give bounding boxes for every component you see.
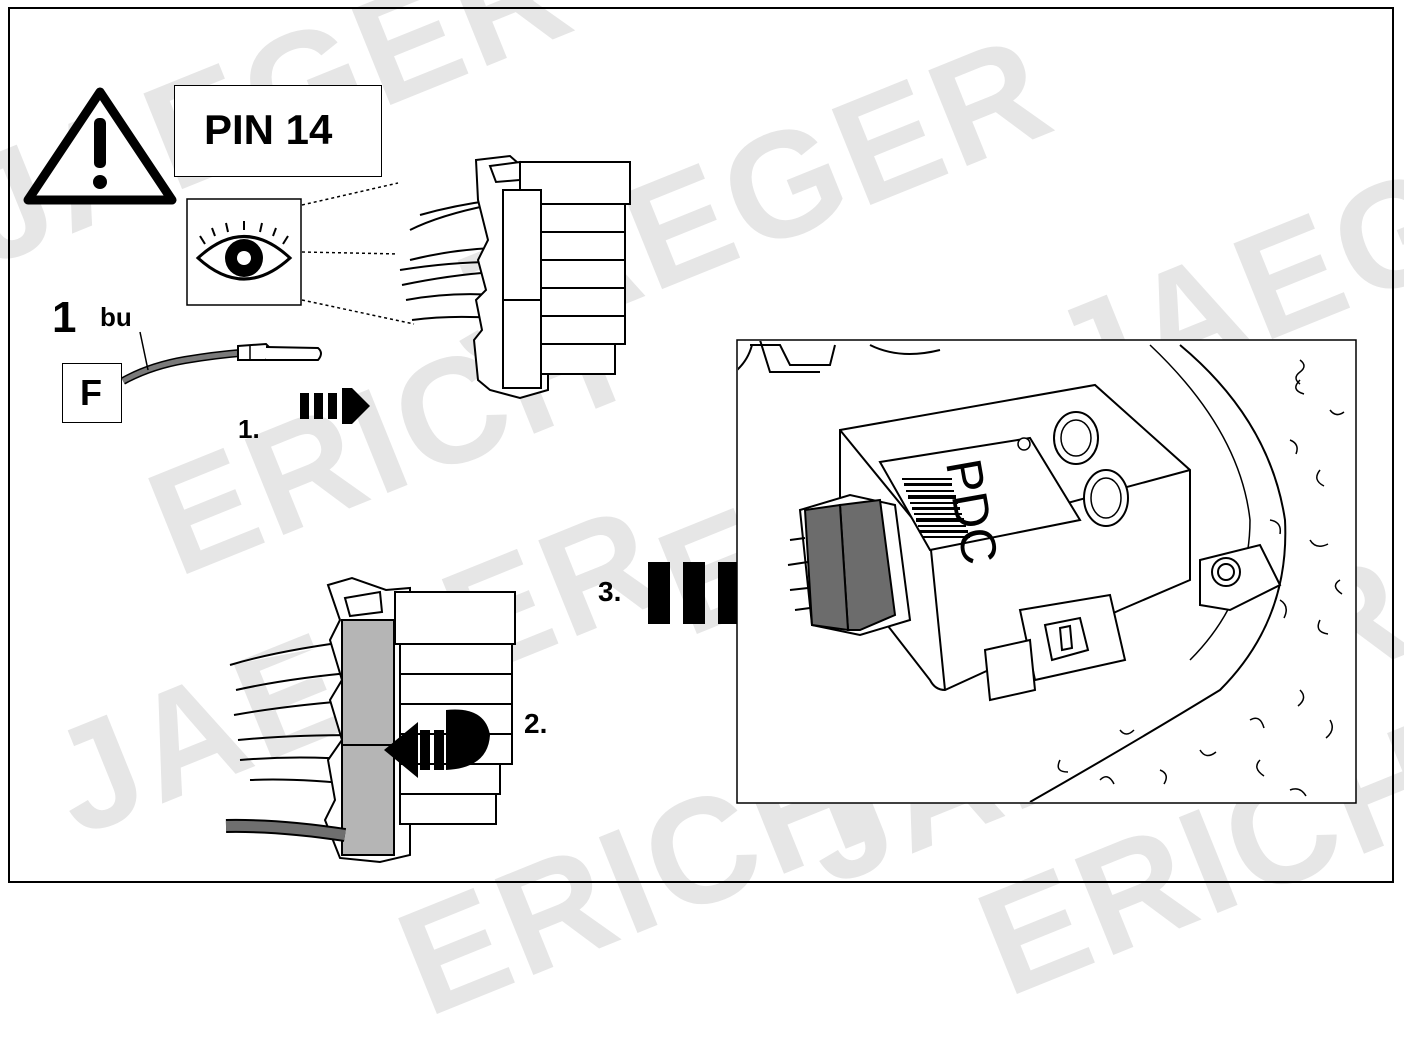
step-1-label: 1. xyxy=(238,414,260,444)
wire-with-terminal xyxy=(121,331,322,385)
wire-gray xyxy=(225,818,347,842)
rotate-arrow-icon xyxy=(384,709,490,778)
step-3-label: 3. xyxy=(598,576,622,607)
eye-icon xyxy=(186,198,302,306)
arrow-right-icon xyxy=(300,388,370,424)
pin-label: PIN 14 xyxy=(204,106,333,153)
diagram-artwork xyxy=(23,87,1357,864)
warning-icon xyxy=(23,87,177,205)
step-2-label: 2. xyxy=(524,708,548,739)
connector-housing-bottom xyxy=(229,576,516,864)
callout-lines xyxy=(301,182,415,325)
diagram-frame xyxy=(8,7,1394,883)
connector-housing-top xyxy=(399,154,631,400)
wire-color-code: bu xyxy=(100,302,132,332)
barcode xyxy=(902,478,970,538)
connector-letter-box xyxy=(62,363,122,423)
wire-number: 1 xyxy=(52,293,77,342)
pin-label-box xyxy=(174,85,382,177)
connector-letter: F xyxy=(80,372,102,413)
pdc-module-scene xyxy=(738,341,1345,802)
